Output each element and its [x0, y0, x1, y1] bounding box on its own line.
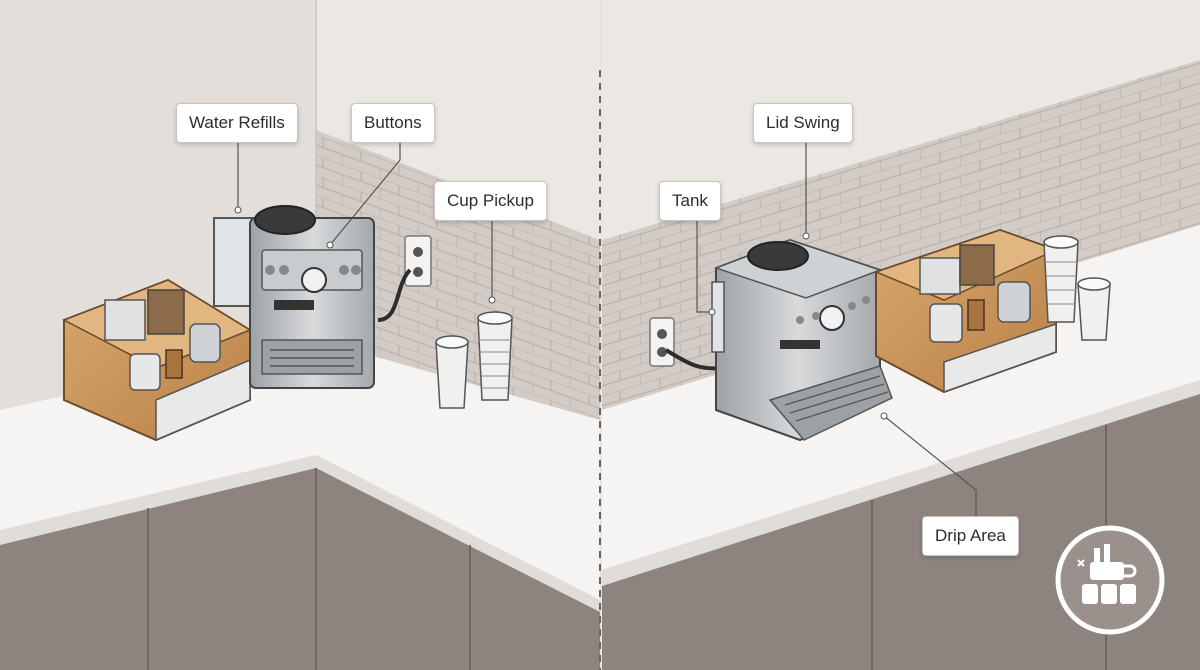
paper-cups-right — [1043, 235, 1111, 341]
wall-outlet-right — [649, 317, 675, 367]
coffee-caddy-left — [62, 278, 252, 442]
backsplash-tiles — [316, 130, 600, 420]
espresso-machine-right — [711, 238, 893, 442]
base-cabinets — [0, 468, 600, 670]
paper-cups-left — [435, 311, 513, 409]
label-tank: Tank — [659, 181, 721, 221]
espresso-machine-left — [249, 205, 375, 389]
label-water-refills: Water Refills — [176, 103, 298, 143]
coffee-machine-badge-icon — [1055, 525, 1165, 635]
right-panel-straight-layout — [602, 0, 1200, 670]
left-panel-corner-layout — [0, 0, 600, 670]
wall-outlet — [404, 235, 432, 287]
label-buttons: Buttons — [351, 103, 435, 143]
coffee-caddy-right — [873, 228, 1059, 394]
label-lid-swing: Lid Swing — [753, 103, 853, 143]
label-drip-area: Drip Area — [922, 516, 1019, 556]
right-base-cabinets — [602, 394, 1200, 670]
label-cup-pickup: Cup Pickup — [434, 181, 547, 221]
right-back-wall — [602, 0, 1200, 240]
